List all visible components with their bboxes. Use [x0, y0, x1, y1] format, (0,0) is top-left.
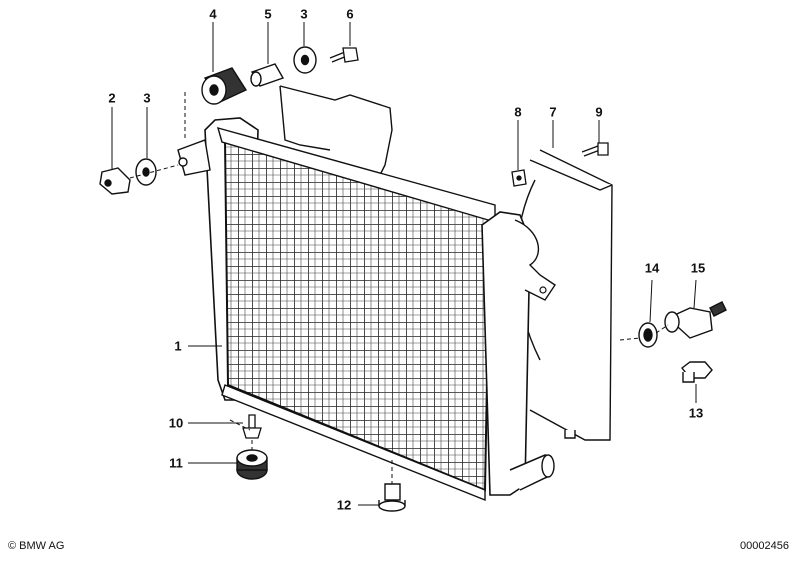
callout-10: 10 [168, 415, 184, 431]
callout-2: 2 [108, 90, 116, 106]
callout-11: 11 [169, 455, 183, 471]
callout-13: 13 [688, 405, 704, 421]
callout-3-left: 3 [143, 90, 151, 106]
clip-nut [99, 167, 131, 195]
leader-lines [111, 22, 697, 506]
copyright-notice: © BMW AG [8, 540, 65, 552]
rubber-bush [236, 449, 268, 480]
callout-14: 14 [644, 260, 660, 276]
callout-7: 7 [549, 104, 557, 120]
callout-8: 8 [514, 104, 522, 120]
drain-screw [242, 414, 262, 439]
bolt-top [329, 47, 359, 63]
right-tank [481, 211, 531, 496]
washer-top [293, 46, 317, 74]
drain-plug [378, 483, 406, 512]
clip-bracket [511, 169, 527, 187]
temperature-switch [664, 301, 727, 339]
screw-bracket [581, 142, 609, 157]
seal-ring [638, 322, 658, 348]
fan-shroud [279, 85, 613, 441]
callout-15: 15 [690, 260, 706, 276]
callout-12: 12 [336, 497, 352, 513]
sleeve [250, 63, 285, 87]
callout-6: 6 [346, 6, 354, 22]
document-id: 00002456 [740, 540, 789, 552]
callout-4: 4 [209, 6, 217, 22]
plug-screw [681, 361, 713, 383]
callout-5: 5 [264, 6, 272, 22]
callout-1: 1 [174, 338, 182, 354]
rubber-mount [201, 67, 248, 105]
radiator [177, 117, 556, 502]
callout-9: 9 [595, 104, 603, 120]
callout-3-top: 3 [300, 6, 308, 22]
